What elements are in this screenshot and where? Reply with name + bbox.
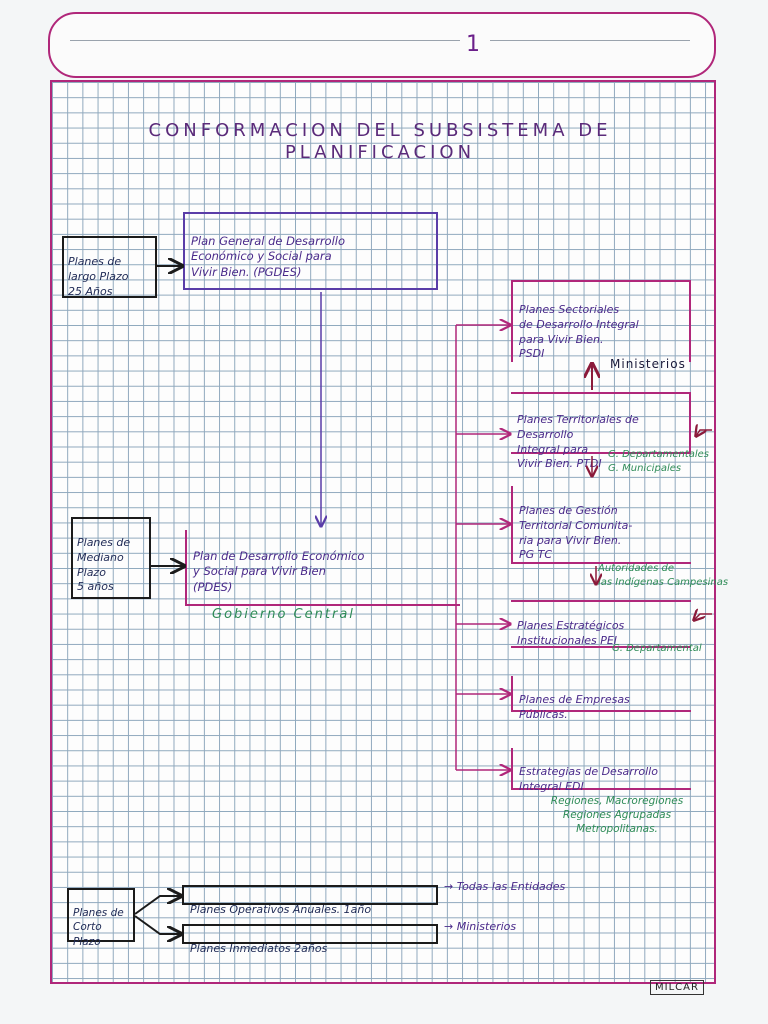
right-plan-pei-text: Planes Estratégicos Institucionales PEI xyxy=(517,618,625,647)
long-term-label-box: Planes de largo Plazo 25 Años xyxy=(62,236,157,298)
medium-term-label-box: Planes de Mediano Plazo 5 años xyxy=(71,517,151,599)
short-term-label: Planes de Corto Plazo xyxy=(73,907,124,948)
pgdes-text: Plan General de Desarrollo Económico y S… xyxy=(191,233,346,279)
right-plan-edi-text: Estrategias de Desarrollo Integral EDI xyxy=(519,764,658,793)
right-plan-pei: Planes Estratégicos Institucionales PEI xyxy=(511,600,691,648)
grid-paper xyxy=(50,80,716,984)
pdes-text: Plan de Desarrollo Económico y Social pa… xyxy=(193,548,365,594)
poa-box: Planes Operativos Anuales. 1año xyxy=(182,885,438,916)
header-band xyxy=(48,12,716,78)
poa-text: Planes Operativos Anuales. 1año xyxy=(190,902,372,916)
annotation-g-departamental: G. Departamental xyxy=(612,643,702,654)
right-plan-psdi: Planes Sectoriales de Desarrollo Integra… xyxy=(511,280,691,362)
annotation-regiones: Regiones, Macroregiones Regiones Agrupad… xyxy=(550,795,684,836)
right-plan-psdi-text: Planes Sectoriales de Desarrollo Integra… xyxy=(519,302,639,361)
inmediatos-text: Planes Inmediatos 2años xyxy=(190,941,328,955)
diagram-title: CONFORMACION DEL SUBSISTEMA DE PLANIFICA… xyxy=(148,120,612,163)
header-mark: 1 xyxy=(466,32,480,57)
right-plan-pgtc-text: Planes de Gestión Territorial Comunita- … xyxy=(519,503,633,562)
short-term-label-box: Planes de Corto Plazo xyxy=(67,888,135,948)
right-plan-ptdi: Planes Territoriales de Desarrollo Integ… xyxy=(511,392,691,470)
pdes-box: Plan de Desarrollo Económico y Social pa… xyxy=(185,530,460,606)
pgdes-box: Plan General de Desarrollo Económico y S… xyxy=(183,212,438,290)
annotation-ministerios: Ministerios xyxy=(610,357,686,371)
right-plan-empresas: Planes de Empresas Públicas. xyxy=(511,676,691,721)
inmediatos-note: → Ministerios xyxy=(444,920,517,933)
poa-note: → Todas las Entidades xyxy=(444,880,566,893)
annotation-gobiernos: G. Departamentales G. Municipales xyxy=(608,449,710,474)
inmediatos-box: Planes Inmediatos 2años xyxy=(182,924,438,955)
milcar-logo: MILCAR xyxy=(650,980,704,995)
annotation-autoridades: Autoridades de las Indígenas Campesinas xyxy=(598,563,729,588)
right-plan-edi: Estrategias de Desarrollo Integral EDI xyxy=(511,748,691,793)
header-rule-right xyxy=(490,40,690,41)
header-rule-left xyxy=(70,40,460,41)
long-term-label: Planes de largo Plazo 25 Años xyxy=(68,254,129,298)
gobierno-central-note: Gobierno Central xyxy=(212,607,355,622)
right-plan-ptdi-text: Planes Territoriales de Desarrollo Integ… xyxy=(517,412,639,471)
right-plan-pgtc: Planes de Gestión Territorial Comunita- … xyxy=(511,486,691,564)
medium-term-label: Planes de Mediano Plazo 5 años xyxy=(77,535,131,594)
right-plan-empresas-text: Planes de Empresas Públicas. xyxy=(519,692,630,721)
